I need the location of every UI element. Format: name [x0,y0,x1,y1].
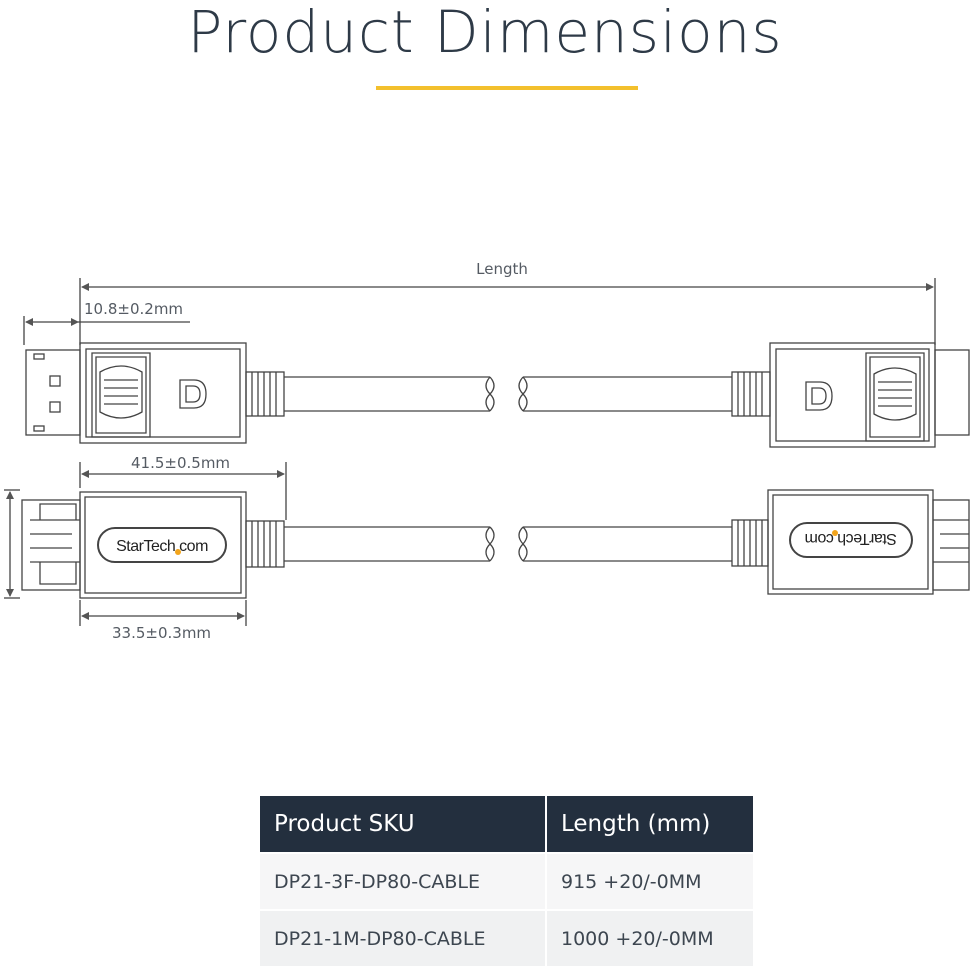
sku-table: Product SKU Length (mm) DP21-3F-DP80-CAB… [260,796,753,966]
left-brand-dot [175,549,181,555]
left-brand-logo: StarTech.com [116,538,208,555]
table-row: DP21-3F-DP80-CABLE 915 +20/-0MM [260,852,753,909]
right-brand-badge [789,522,913,558]
length-cell: 915 +20/-0MM [545,852,753,909]
side-right-strain-relief [731,519,769,567]
top-left-strain-relief [245,371,285,417]
housing-length-label: 33.5±0.3mm [112,624,211,642]
sku-cell: DP21-1M-DP80-CABLE [260,909,545,966]
side-left-strain-relief [245,520,285,568]
left-brand-badge [97,527,227,563]
side-right-plug [932,499,970,591]
top-right-plug [934,349,970,436]
top-right-cable [518,376,732,412]
plug-width-label: 10.8±0.2mm [84,300,183,318]
column-header-sku: Product SKU [260,796,545,852]
table-row: DP21-1M-DP80-CABLE 1000 +20/-0MM [260,909,753,966]
length-label: Length [476,260,528,278]
sku-cell: DP21-3F-DP80-CABLE [260,852,545,909]
top-left-cable [284,376,495,412]
right-brand-logo: StarTech.com [805,530,897,547]
title-underline [376,86,638,90]
connector-length-label: 41.5±0.5mm [131,454,230,472]
top-right-housing [769,342,936,448]
top-left-housing [79,342,247,444]
top-right-strain-relief [731,371,771,417]
right-brand-dot [832,530,838,536]
page-title: Product Dimensions [187,0,783,66]
side-right-cable [518,526,732,562]
top-left-plug [25,349,81,436]
length-cell: 1000 +20/-0MM [545,909,753,966]
side-left-cable [284,526,495,562]
column-header-length: Length (mm) [545,796,753,852]
side-left-plug [21,499,81,591]
table-header-row: Product SKU Length (mm) [260,796,753,852]
